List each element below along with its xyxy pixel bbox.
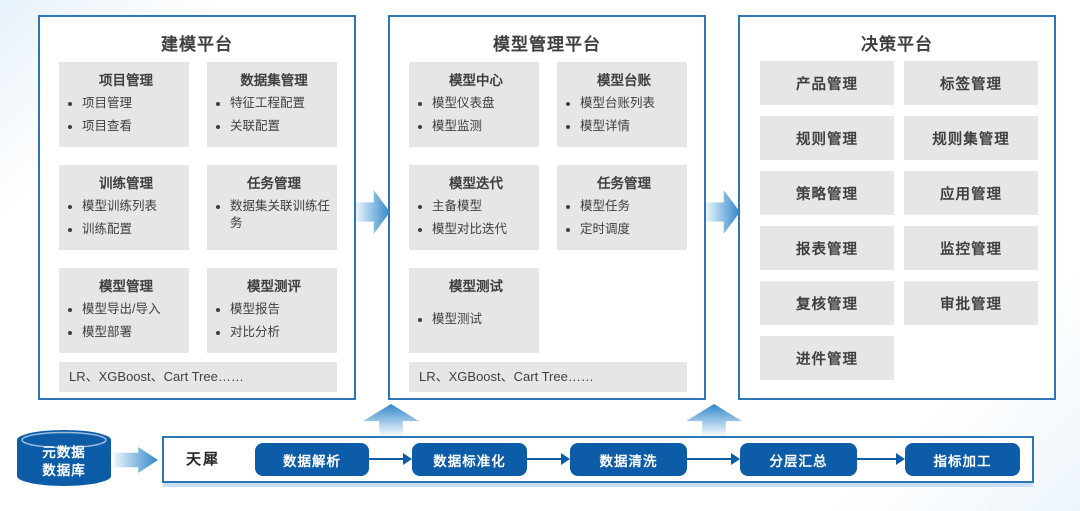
module-training-mgmt: 训练管理 模型训练列表 训练配置 xyxy=(59,165,189,250)
database-label-line1: 元数据 xyxy=(42,445,86,460)
panel-modeling-platform: 建模平台 项目管理 项目管理 项目查看 数据集管理 特征工程配置 关联配置 训练… xyxy=(38,15,356,400)
module-item-list: 主备模型 模型对比迭代 xyxy=(417,198,535,238)
module-item-list: 模型仪表盘 模型监测 xyxy=(417,95,535,135)
cell-strategy-mgmt: 策略管理 xyxy=(760,171,894,215)
module-item: 模型台账列表 xyxy=(580,95,683,112)
pill-data-cleaning: 数据清洗 xyxy=(570,443,687,476)
pill-metric-processing: 指标加工 xyxy=(905,443,1020,476)
module-item: 模型导出/导入 xyxy=(82,301,185,318)
module-project-mgmt: 项目管理 项目管理 项目查看 xyxy=(59,62,189,147)
cell-product-mgmt: 产品管理 xyxy=(760,61,894,105)
module-item: 关联配置 xyxy=(230,118,333,135)
panel-title-modeling: 建模平台 xyxy=(161,35,233,54)
module-item-list: 模型导出/导入 模型部署 xyxy=(67,301,185,341)
module-item: 主备模型 xyxy=(432,198,535,215)
modeling-module-grid: 项目管理 项目管理 项目查看 数据集管理 特征工程配置 关联配置 训练管理 模型… xyxy=(59,62,339,353)
algorithms-bar: LR、XGBoost、Cart Tree…… xyxy=(409,362,687,392)
module-title: 任务管理 xyxy=(247,176,301,191)
module-title: 数据集管理 xyxy=(240,73,308,88)
cell-ruleset-mgmt: 规则集管理 xyxy=(904,116,1038,160)
arrow-up-pipeline-right-icon xyxy=(686,404,742,437)
cell-tag-mgmt: 标签管理 xyxy=(904,61,1038,105)
cell-review-mgmt: 复核管理 xyxy=(760,281,894,325)
pill-data-parsing: 数据解析 xyxy=(255,443,369,476)
module-title: 任务管理 xyxy=(597,176,651,191)
cell-monitor-mgmt: 监控管理 xyxy=(904,226,1038,270)
module-task-mgmt-2: 任务管理 模型任务 定时调度 xyxy=(557,165,687,250)
arrow-right-modeling-to-model-mgmt-icon xyxy=(356,190,390,234)
model-mgmt-module-grid: 模型中心 模型仪表盘 模型监测 模型台账 模型台账列表 模型详情 模型迭代 主备… xyxy=(409,62,689,353)
module-model-ledger: 模型台账 模型台账列表 模型详情 xyxy=(557,62,687,147)
module-task-mgmt: 任务管理 数据集关联训练任务 xyxy=(207,165,337,250)
module-item: 模型对比迭代 xyxy=(432,221,535,238)
module-model-center: 模型中心 模型仪表盘 模型监测 xyxy=(409,62,539,147)
database-icon xyxy=(17,430,111,486)
module-item: 项目管理 xyxy=(82,95,185,112)
cell-app-mgmt: 应用管理 xyxy=(904,171,1038,215)
module-title: 模型台账 xyxy=(597,73,651,88)
module-title: 项目管理 xyxy=(99,73,153,88)
module-item: 模型监测 xyxy=(432,118,535,135)
module-item: 模型测试 xyxy=(432,311,535,328)
module-item: 模型部署 xyxy=(82,324,185,341)
cell-report-mgmt: 报表管理 xyxy=(760,226,894,270)
module-title: 模型管理 xyxy=(99,279,153,294)
module-item-list: 模型任务 定时调度 xyxy=(565,198,683,238)
module-item: 定时调度 xyxy=(580,221,683,238)
pipeline-connector-arrow-icon xyxy=(369,453,412,465)
module-title: 模型中心 xyxy=(449,73,503,88)
module-dataset-mgmt: 数据集管理 特征工程配置 关联配置 xyxy=(207,62,337,147)
cell-approval-mgmt: 审批管理 xyxy=(904,281,1038,325)
panel-title-model-management: 模型管理平台 xyxy=(493,35,601,54)
panel-model-management-platform: 模型管理平台 模型中心 模型仪表盘 模型监测 模型台账 模型台账列表 模型详情 … xyxy=(388,15,706,400)
module-item-list: 特征工程配置 关联配置 xyxy=(215,95,333,135)
arrow-right-database-to-pipeline-icon xyxy=(114,447,158,473)
module-model-mgmt: 模型管理 模型导出/导入 模型部署 xyxy=(59,268,189,353)
pipeline-connector-arrow-icon xyxy=(527,453,570,465)
module-item: 模型详情 xyxy=(580,118,683,135)
pipeline-source-label: 天犀 xyxy=(186,451,221,468)
metadata-database-cylinder: 元数据 数据库 xyxy=(17,430,111,486)
module-model-test: 模型测试 模型测试 xyxy=(409,268,539,353)
module-item-list: 模型训练列表 训练配置 xyxy=(67,198,185,238)
module-item: 模型仪表盘 xyxy=(432,95,535,112)
module-item-list: 模型台账列表 模型详情 xyxy=(565,95,683,135)
pill-data-standardization: 数据标准化 xyxy=(412,443,527,476)
module-item: 模型任务 xyxy=(580,198,683,215)
arrow-right-model-mgmt-to-decision-icon xyxy=(706,190,740,234)
database-label-line2: 数据库 xyxy=(42,462,86,478)
arrow-up-pipeline-left-icon xyxy=(363,404,419,437)
data-pipeline-box: 天犀 数据解析 数据标准化 数据清洗 分层汇总 指标加工 xyxy=(162,436,1034,483)
module-item-list: 模型报告 对比分析 xyxy=(215,301,333,341)
module-title: 训练管理 xyxy=(99,176,153,191)
module-item: 特征工程配置 xyxy=(230,95,333,112)
module-item: 训练配置 xyxy=(82,221,185,238)
module-item: 项目查看 xyxy=(82,118,185,135)
algorithms-bar: LR、XGBoost、Cart Tree…… xyxy=(59,362,337,392)
module-item-list: 项目管理 项目查看 xyxy=(67,95,185,135)
database-label: 元数据 数据库 xyxy=(17,444,111,479)
module-title: 模型测评 xyxy=(247,279,301,294)
module-title: 模型测试 xyxy=(449,279,503,294)
module-title: 模型迭代 xyxy=(449,176,503,191)
pipeline-connector-arrow-icon xyxy=(687,453,740,465)
pill-layered-aggregation: 分层汇总 xyxy=(740,443,857,476)
cell-rule-mgmt: 规则管理 xyxy=(760,116,894,160)
module-item: 对比分析 xyxy=(230,324,333,341)
module-item-list: 数据集关联训练任务 xyxy=(215,198,333,232)
module-model-iteration: 模型迭代 主备模型 模型对比迭代 xyxy=(409,165,539,250)
module-item: 数据集关联训练任务 xyxy=(230,198,333,232)
panel-title-decision: 决策平台 xyxy=(861,35,933,54)
module-item: 模型报告 xyxy=(230,301,333,318)
module-item-list: 模型测试 xyxy=(417,311,535,328)
pipeline-connector-arrow-icon xyxy=(857,453,905,465)
module-item: 模型训练列表 xyxy=(82,198,185,215)
panel-decision-platform: 决策平台 产品管理 标签管理 规则管理 规则集管理 策略管理 应用管理 报表管理… xyxy=(738,15,1056,400)
cell-intake-mgmt: 进件管理 xyxy=(760,336,894,380)
module-model-eval: 模型测评 模型报告 对比分析 xyxy=(207,268,337,353)
decision-cell-grid: 产品管理 标签管理 规则管理 规则集管理 策略管理 应用管理 报表管理 监控管理… xyxy=(760,61,1038,380)
